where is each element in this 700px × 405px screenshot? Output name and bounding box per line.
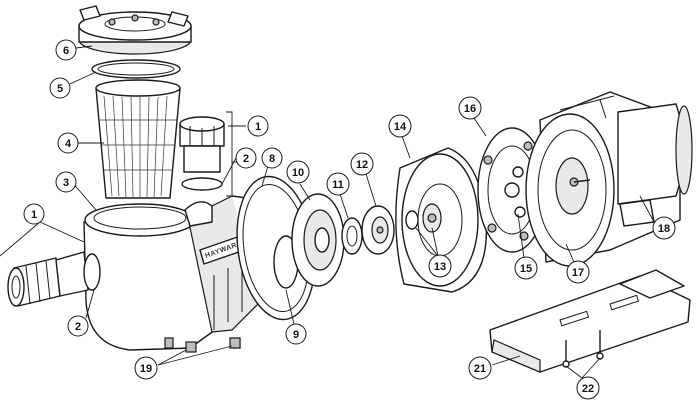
drain-plugs <box>185 337 241 353</box>
shaft-seal <box>405 210 419 230</box>
callout-10: 10 <box>286 160 310 184</box>
callout-label: 17 <box>572 267 584 279</box>
callout-6: 6 <box>55 39 77 61</box>
callout-15: 15 <box>514 256 538 280</box>
callout-16: 16 <box>458 96 482 120</box>
callout-label: 3 <box>63 177 69 189</box>
callout-11: 11 <box>326 172 350 196</box>
callout-2-top: 2 <box>235 147 257 169</box>
callout-label: 19 <box>140 363 152 375</box>
callout-1-top: 1 <box>247 115 269 137</box>
strainer-cover <box>78 5 192 55</box>
callout-label: 5 <box>57 83 63 95</box>
callout-14: 14 <box>388 114 412 138</box>
callout-label: 6 <box>63 45 69 57</box>
callout-label: 14 <box>394 121 407 133</box>
callout-label: 16 <box>464 103 476 115</box>
callout-label: 22 <box>582 383 594 395</box>
callout-17: 17 <box>566 260 590 284</box>
callout-label: 18 <box>658 223 670 235</box>
callout-18: 18 <box>652 216 676 240</box>
callout-label: 1 <box>255 121 261 133</box>
seal-plate <box>395 147 488 293</box>
callout-8: 8 <box>261 147 283 169</box>
callout-9: 9 <box>285 323 307 345</box>
motor-support <box>489 269 691 373</box>
callout-5: 5 <box>49 77 71 99</box>
callout-label: 11 <box>332 179 344 191</box>
bracket-bolts <box>512 166 526 218</box>
callout-label: 9 <box>293 329 299 341</box>
callout-12: 12 <box>350 152 374 176</box>
callout-3: 3 <box>55 171 77 193</box>
discharge-union <box>179 116 225 173</box>
impeller-ring <box>341 217 363 255</box>
callout-label: 10 <box>292 167 304 179</box>
callout-label: 15 <box>520 263 532 275</box>
callout-label: 8 <box>269 153 275 165</box>
pump-housing: HAYWARD <box>83 195 263 351</box>
inlet-o-ring <box>83 253 101 291</box>
diffuser <box>291 193 345 287</box>
callout-label: 13 <box>434 261 446 273</box>
callout-label: 2 <box>243 153 249 165</box>
callout-19: 19 <box>134 356 158 380</box>
callout-21: 21 <box>468 356 492 380</box>
motor <box>525 91 693 267</box>
callout-label: 1 <box>31 209 37 221</box>
strainer-basket <box>95 79 181 199</box>
leader-lines <box>0 45 655 379</box>
callout-1-left: 1 <box>23 203 45 225</box>
impeller <box>361 205 395 255</box>
inlet-union <box>7 251 89 307</box>
callout-label: 12 <box>356 159 368 171</box>
support-screws <box>562 330 604 368</box>
callout-22: 22 <box>576 376 600 400</box>
callout-4: 4 <box>57 132 79 154</box>
callout-label: 2 <box>75 321 81 333</box>
callout-13: 13 <box>428 254 452 278</box>
callout-2-left: 2 <box>67 315 89 337</box>
callout-label: 21 <box>474 363 486 375</box>
callout-label: 4 <box>65 138 72 150</box>
discharge-o-ring <box>181 177 223 191</box>
